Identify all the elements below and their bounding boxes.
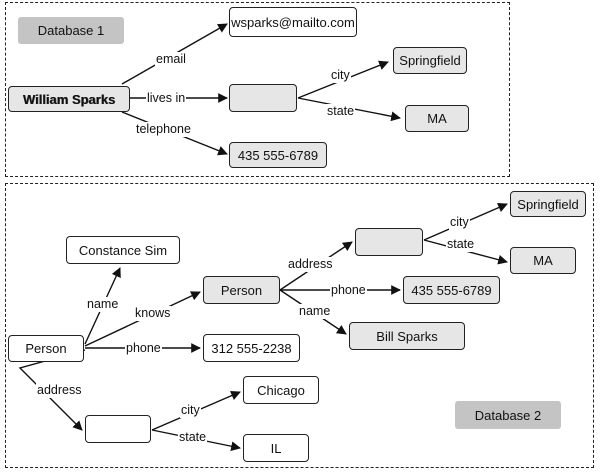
node-blank-residence-db1 xyxy=(229,84,297,112)
node-email-value: wsparks@mailto.com xyxy=(229,7,357,37)
label-name-constance: name xyxy=(86,297,120,312)
node-phone-db1: 435 555-6789 xyxy=(229,142,327,168)
label-address-main: address xyxy=(36,383,83,398)
label-knows: knows xyxy=(134,306,172,321)
label-email: email xyxy=(155,52,187,67)
label-state-bottom: state xyxy=(178,430,208,445)
label-city-bottom: city xyxy=(180,403,201,418)
node-person-known: Person xyxy=(203,276,280,304)
label-state-top: state xyxy=(446,237,476,252)
node-phone-known: 435 555-6789 xyxy=(403,276,500,304)
node-bill-sparks: Bill Sparks xyxy=(349,322,465,350)
label-state-db1: state xyxy=(326,104,356,119)
database-2-tag: Database 2 xyxy=(455,401,561,429)
database-1-region xyxy=(5,2,510,177)
node-springfield-db2: Springfield xyxy=(510,191,586,217)
label-city-top: city xyxy=(449,215,470,230)
label-city-db1: city xyxy=(330,68,351,83)
node-blank-address-top xyxy=(355,228,423,256)
database-2-region xyxy=(5,183,594,468)
node-william-sparks: William Sparks xyxy=(8,86,130,112)
node-person-main: Person xyxy=(8,335,84,362)
label-telephone: telephone xyxy=(135,122,192,137)
label-lives-in: lives in xyxy=(146,91,187,106)
node-springfield-db1: Springfield xyxy=(393,47,467,74)
label-phone-main: phone xyxy=(125,341,162,356)
node-blank-address-bottom xyxy=(85,415,151,443)
node-chicago: Chicago xyxy=(243,376,319,404)
node-phone-main: 312 555-2238 xyxy=(203,334,300,362)
node-constance-sim: Constance Sim xyxy=(66,236,180,264)
database-1-tag: Database 1 xyxy=(18,17,124,44)
node-ma-db2: MA xyxy=(510,247,576,274)
node-il: IL xyxy=(243,434,309,462)
label-address-known: address xyxy=(287,257,334,272)
node-ma-db1: MA xyxy=(405,105,469,132)
label-phone-known: phone xyxy=(330,283,367,298)
label-name-bill: name xyxy=(298,304,332,319)
